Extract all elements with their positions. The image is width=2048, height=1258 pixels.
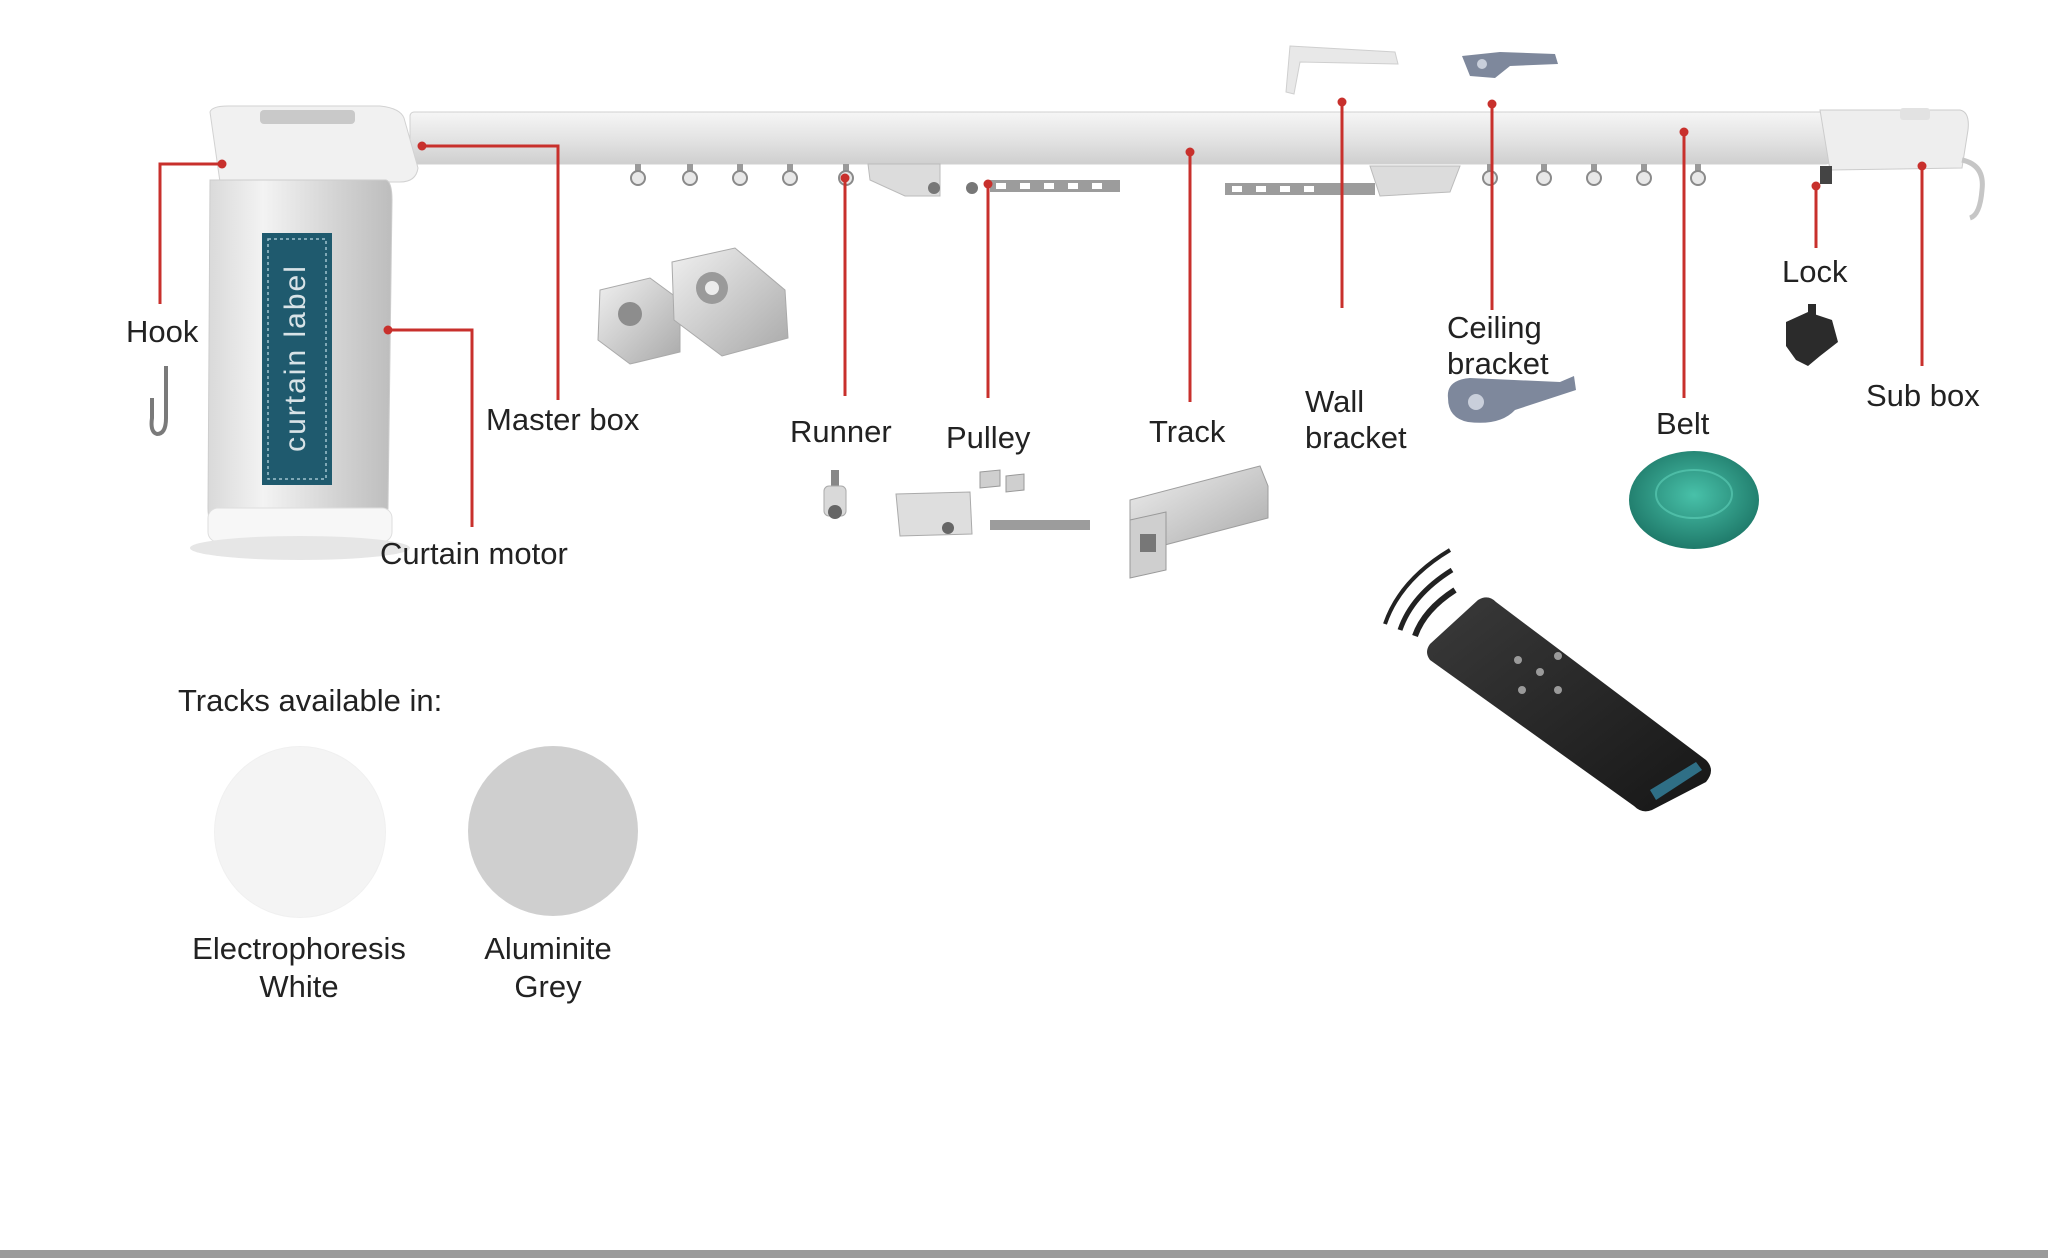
label-track: Track xyxy=(1149,414,1226,449)
leader-hook xyxy=(158,162,222,304)
track-rail xyxy=(409,108,1985,221)
leader-dots xyxy=(217,97,1927,335)
master-box-parts xyxy=(597,247,789,365)
label-runner: Runner xyxy=(790,414,892,449)
swatch-label-grey-line2: Grey xyxy=(514,969,582,1004)
rail-lock xyxy=(1820,166,1832,184)
label-wall-bracket: Wall bracket xyxy=(1305,384,1407,456)
belt-part xyxy=(1629,451,1759,549)
swatch-electrophoresis-white xyxy=(214,746,386,918)
swatch-label-white: Electrophoresis White xyxy=(169,930,429,1006)
rail-runner xyxy=(682,164,698,186)
label-ceiling-bracket: Ceiling bracket xyxy=(1447,310,1549,382)
label-master-box: Master box xyxy=(486,402,640,437)
rail-runner xyxy=(782,164,798,186)
label-curtain-motor: Curtain motor xyxy=(380,536,568,571)
top-wall-bracket xyxy=(1285,45,1399,95)
label-ceiling-bracket-line1: Ceiling xyxy=(1447,310,1542,345)
track-part xyxy=(1129,465,1269,579)
lock-part xyxy=(1786,304,1838,366)
leader-master-box xyxy=(422,144,560,400)
tracks-title: Tracks available in: xyxy=(178,683,443,718)
label-pulley: Pulley xyxy=(946,420,1031,455)
label-belt: Belt xyxy=(1656,406,1710,441)
rail-bracket-arm xyxy=(1225,165,1461,197)
ceiling-bracket-part xyxy=(1447,376,1576,423)
top-ceiling-bracket xyxy=(1462,52,1558,78)
swatch-label-grey-line1: Aluminite xyxy=(484,931,612,966)
rail-runner xyxy=(1536,164,1552,186)
rail-pulley-carrier xyxy=(867,163,1120,197)
swatch-aluminite-grey xyxy=(468,746,638,916)
label-wall-bracket-line2: bracket xyxy=(1305,420,1407,455)
label-lock: Lock xyxy=(1782,254,1848,289)
swatch-label-white-line1: Electrophoresis xyxy=(192,931,406,966)
leader-lines xyxy=(158,102,1924,527)
hook-part xyxy=(149,366,168,437)
swatch-label-grey: Aluminite Grey xyxy=(418,930,678,1006)
label-hook: Hook xyxy=(126,314,199,349)
runner-part xyxy=(823,470,847,519)
rail-runner xyxy=(630,164,646,186)
label-wall-bracket-line1: Wall xyxy=(1305,384,1365,419)
label-sub-box: Sub box xyxy=(1866,378,1980,413)
master-box xyxy=(209,105,419,183)
motor-label-box xyxy=(262,233,332,485)
rail-runner xyxy=(1636,164,1652,186)
rail-runner xyxy=(732,164,748,186)
rail-runner xyxy=(1690,164,1706,186)
bottom-bar xyxy=(0,1250,2048,1258)
rail-runner xyxy=(1482,164,1498,186)
label-ceiling-bracket-line2: bracket xyxy=(1447,346,1549,381)
swatch-label-white-line2: White xyxy=(259,969,339,1004)
rail-runner xyxy=(1586,164,1602,186)
rail-runners xyxy=(630,164,1706,186)
motor-label-text: curtain label xyxy=(279,264,312,452)
pulley-part xyxy=(895,469,1090,537)
leader-curtain-motor xyxy=(388,328,474,527)
remote-control xyxy=(1383,548,1711,812)
